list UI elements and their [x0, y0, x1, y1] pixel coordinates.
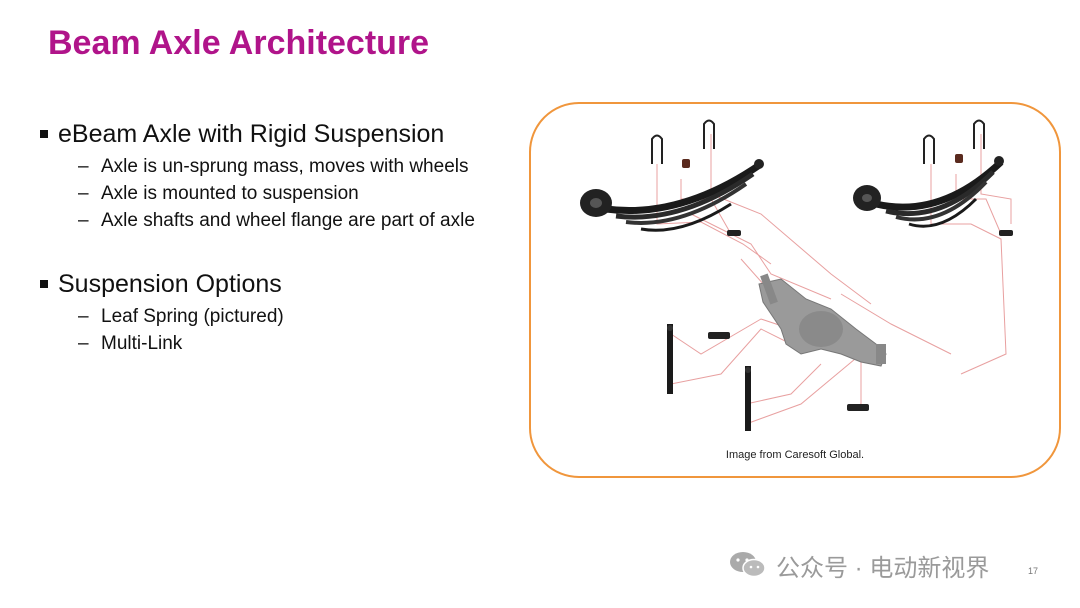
sub-bullet: –Axle is mounted to suspension: [78, 183, 359, 204]
wechat-icon: [730, 552, 766, 578]
watermark-text: 公众号 · 电动新视界: [776, 554, 990, 582]
sub-bullet: –Leaf Spring (pictured): [78, 306, 284, 327]
nut-icon: [682, 154, 963, 168]
figure-caption: Image from Caresoft Global.: [725, 449, 865, 461]
sub-bullet: –Axle shafts and wheel flange are part o…: [78, 210, 475, 231]
page-number: 17: [1027, 566, 1038, 576]
bullet-group-2: Suspension Options –Leaf Spring (picture…: [40, 268, 520, 357]
bullet-heading-2: Suspension Options: [40, 268, 520, 300]
shackle-icon: [708, 230, 1013, 411]
bullet-square-icon: [40, 130, 48, 138]
shock-absorber-icon: [667, 324, 751, 431]
bullet-list: eBeam Axle with Rigid Suspension –Axle i…: [40, 118, 520, 391]
leaf-spring-left-icon: [580, 159, 764, 232]
exploded-axle-illustration: [580, 119, 1013, 431]
sub-bullet: –Axle is un-sprung mass, moves with whee…: [78, 156, 469, 177]
sub-bullet: –Multi-Link: [78, 333, 183, 354]
u-bolt-icon: [651, 119, 985, 164]
watermark: 公众号 · 电动新视界: [728, 548, 989, 582]
axle-housing-icon: [758, 273, 887, 367]
leaf-spring-right-icon: [853, 156, 1004, 228]
bullet-square-icon: [40, 280, 48, 288]
bullet-heading-1: eBeam Axle with Rigid Suspension: [40, 118, 520, 150]
slide-title: Beam Axle Architecture: [48, 24, 430, 62]
exploded-axle-figure: Image from Caresoft Global.: [529, 102, 1061, 478]
bullet-group-1: eBeam Axle with Rigid Suspension –Axle i…: [40, 118, 520, 234]
leader-lines: [656, 134, 1012, 425]
